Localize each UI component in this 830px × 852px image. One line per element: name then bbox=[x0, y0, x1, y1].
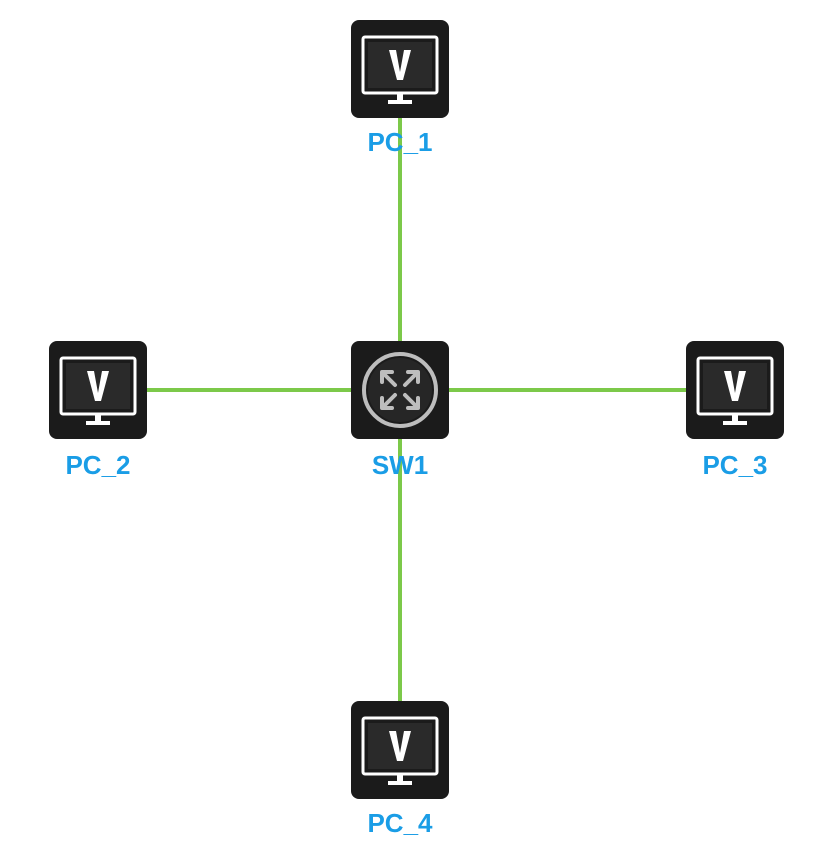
switch-icon bbox=[351, 341, 449, 439]
node-label-switch-1: SW1 bbox=[371, 450, 429, 480]
pc-monitor-icon bbox=[351, 701, 449, 799]
node-label-pc-4: PC_4 bbox=[367, 808, 433, 838]
node-label-pc-1: PC_1 bbox=[367, 127, 433, 157]
node-label-pc-3: PC_3 bbox=[702, 450, 768, 480]
node-label-pc-2: PC_2 bbox=[65, 450, 131, 480]
node-pc-3[interactable] bbox=[686, 341, 784, 439]
pc-monitor-icon bbox=[351, 20, 449, 118]
node-pc-1[interactable] bbox=[351, 20, 449, 118]
node-switch-1[interactable] bbox=[351, 341, 449, 439]
pc-monitor-icon bbox=[686, 341, 784, 439]
node-pc-4[interactable] bbox=[351, 701, 449, 799]
node-pc-2[interactable] bbox=[49, 341, 147, 439]
pc-monitor-icon bbox=[49, 341, 147, 439]
